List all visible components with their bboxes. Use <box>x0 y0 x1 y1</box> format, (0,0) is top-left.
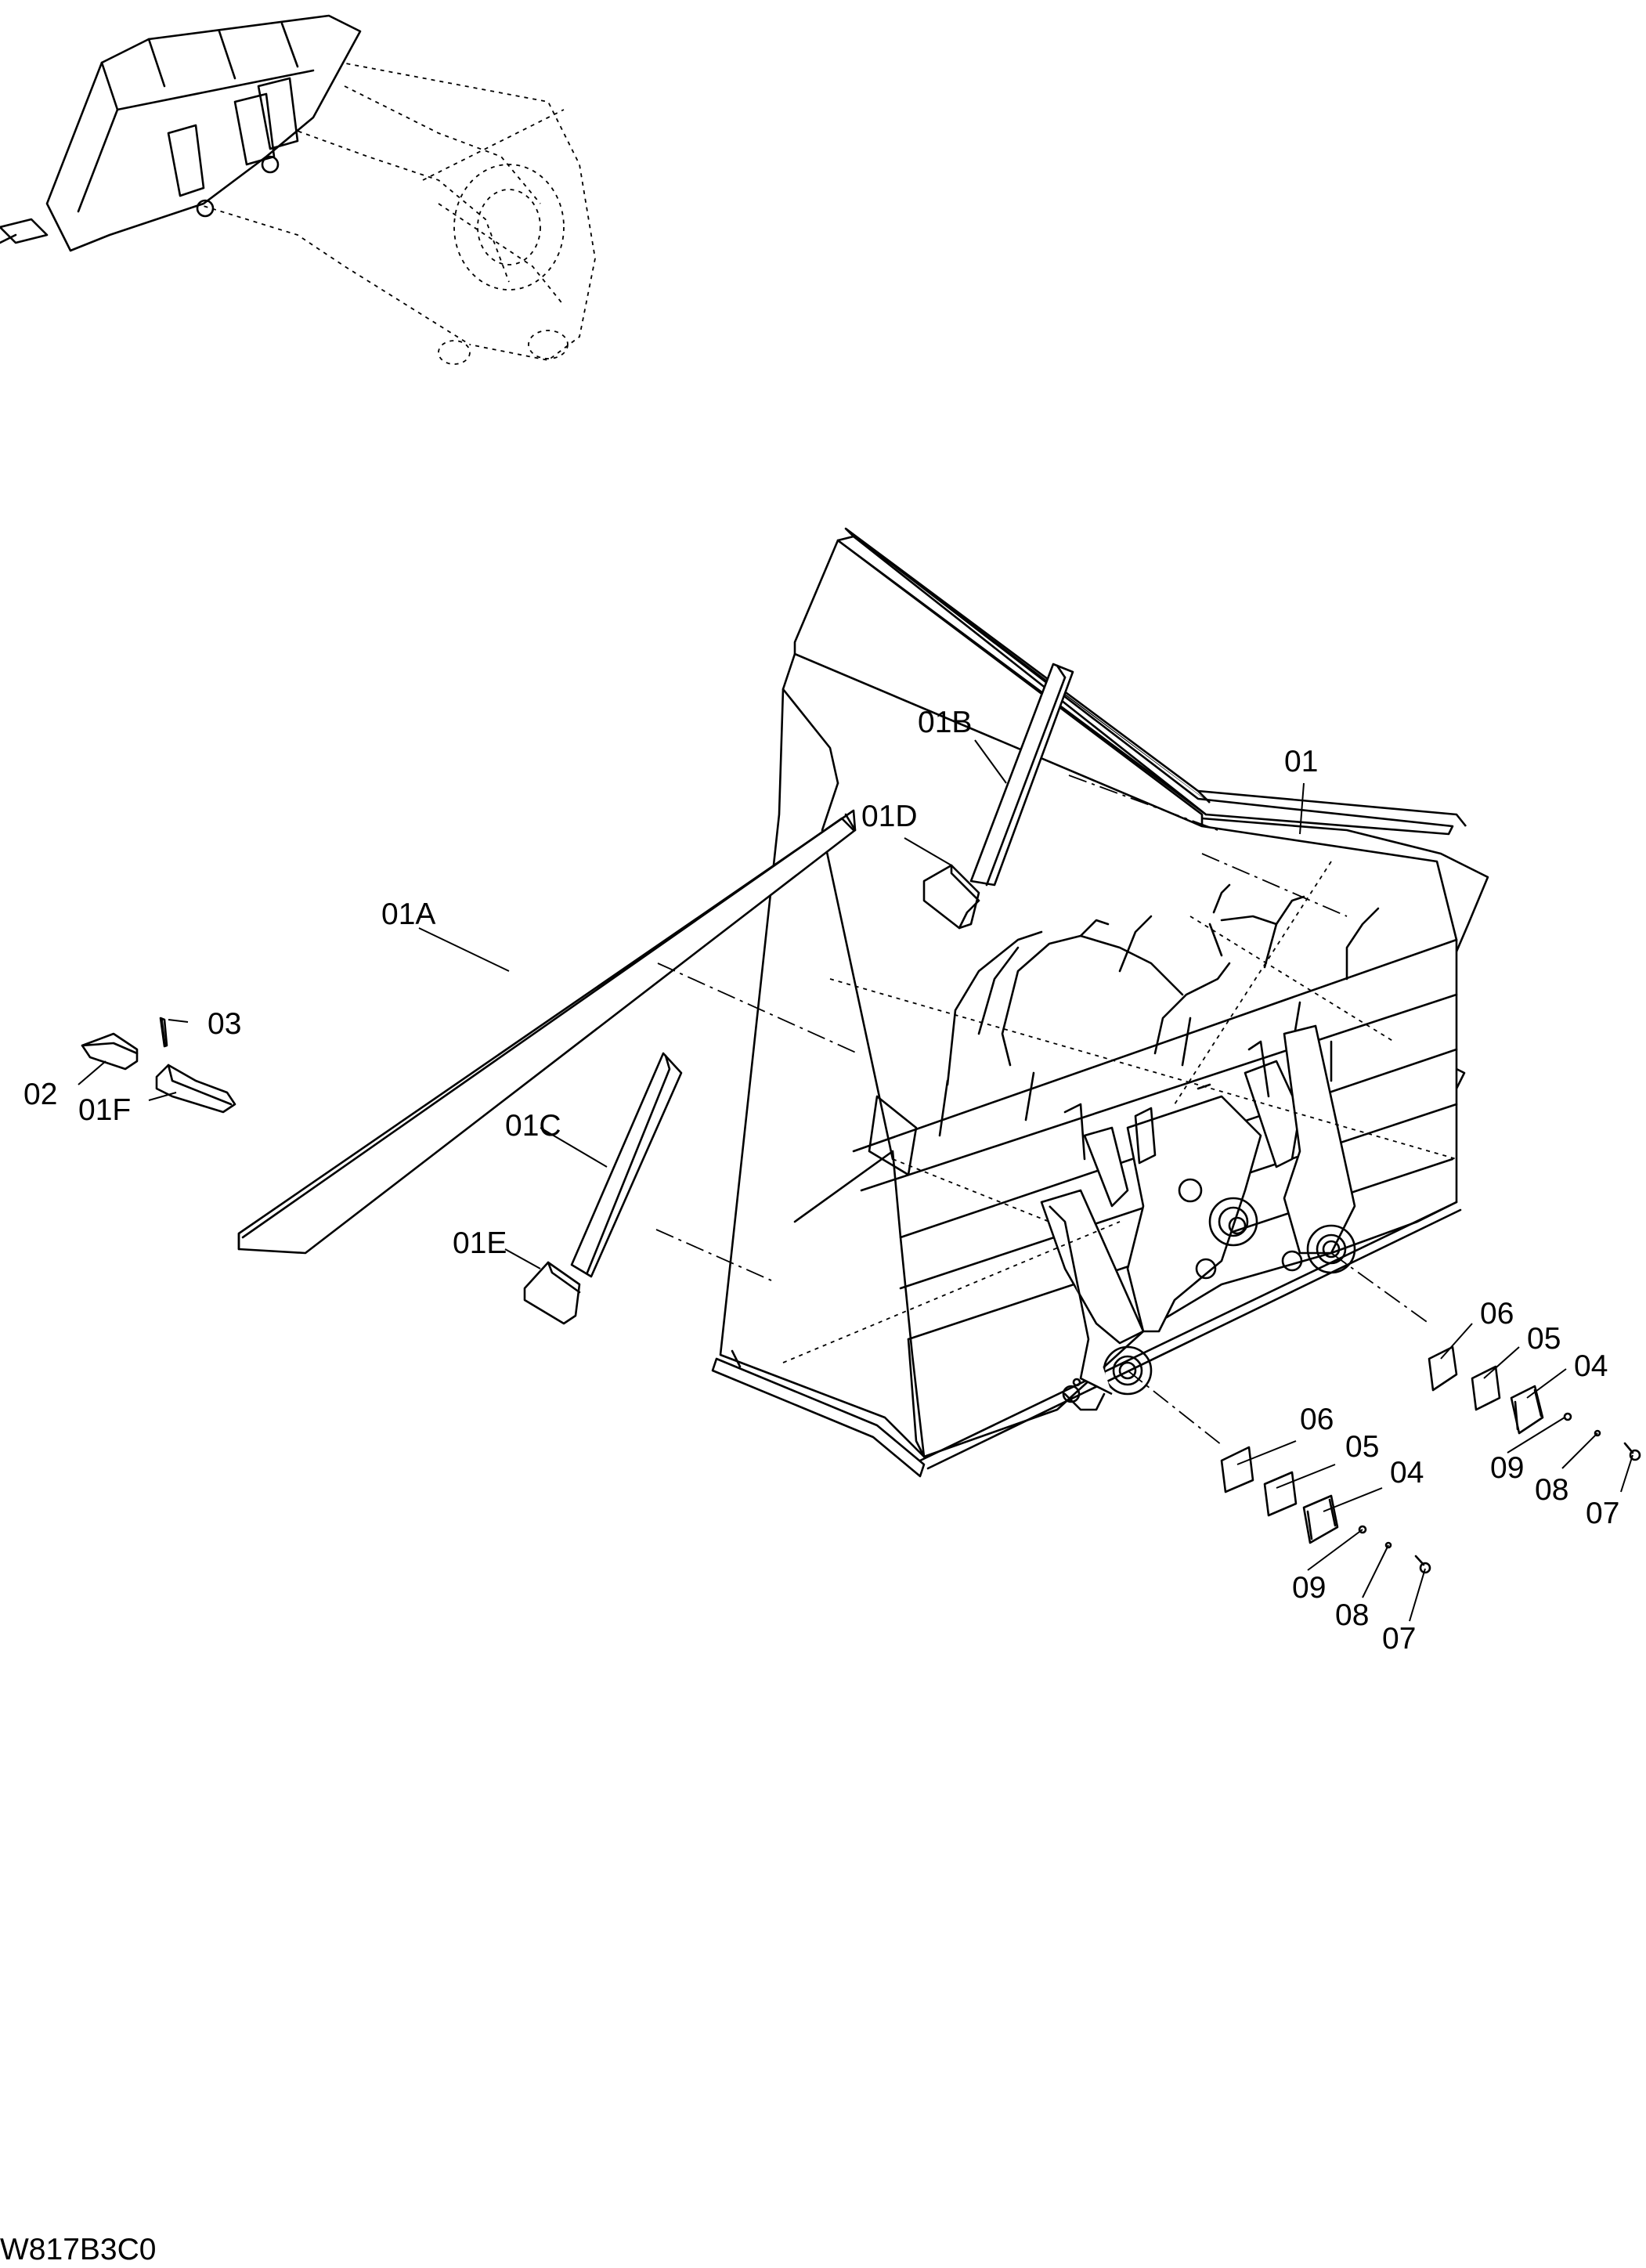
locator-thumbnail <box>0 14 596 365</box>
part-01C-side-cutter <box>570 1052 683 1278</box>
bucket-assembly <box>711 527 1489 1478</box>
callout-01D: 01D <box>861 800 918 833</box>
leader-lines <box>78 739 1633 1622</box>
callout-left-05: 05 <box>1345 1430 1379 1464</box>
part-01A-cutting-edge <box>237 809 857 1255</box>
callout-01B: 01B <box>918 706 972 739</box>
hardware-group-right <box>1428 1345 1641 1461</box>
assembly-lines <box>655 775 1457 1446</box>
callout-left-06: 06 <box>1300 1403 1334 1436</box>
part-01F-adapter <box>155 1064 236 1114</box>
callout-left-08: 08 <box>1335 1598 1369 1632</box>
callout-03: 03 <box>208 1007 241 1041</box>
callout-01A: 01A <box>381 897 435 931</box>
drawing-code: W817B3C0 <box>0 2233 156 2266</box>
callout-right-04: 04 <box>1574 1349 1608 1383</box>
callout-right-06: 06 <box>1480 1297 1514 1331</box>
callout-right-08: 08 <box>1535 1473 1568 1507</box>
part-02-tooth <box>81 1032 139 1071</box>
callout-01E: 01E <box>453 1226 507 1260</box>
callout-left-09: 09 <box>1292 1571 1326 1605</box>
callout-left-07: 07 <box>1382 1622 1416 1656</box>
part-03-pin <box>159 1017 168 1048</box>
callout-labels: 01 01B 01D 01A 03 02 01F 01C 01E 06 05 0… <box>23 706 1619 1656</box>
callout-left-04: 04 <box>1390 1456 1424 1490</box>
part-01E-wedge <box>523 1261 581 1325</box>
callout-01: 01 <box>1284 745 1318 778</box>
callout-01F: 01F <box>78 1093 131 1127</box>
callout-02: 02 <box>23 1078 57 1111</box>
callout-right-07: 07 <box>1586 1497 1619 1530</box>
callout-right-05: 05 <box>1527 1322 1561 1356</box>
part-01B-side-cutter <box>969 663 1074 887</box>
callout-01C: 01C <box>505 1109 561 1143</box>
callout-right-09: 09 <box>1490 1451 1524 1485</box>
